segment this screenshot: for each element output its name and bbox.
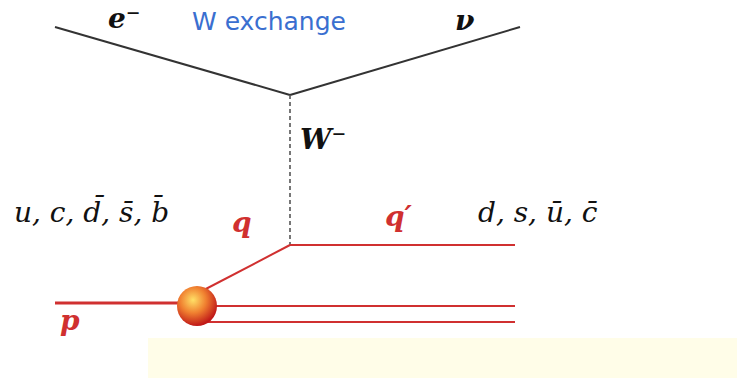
proton-line	[55, 302, 180, 305]
spectator-line	[205, 305, 515, 307]
neutrino-line	[290, 27, 520, 95]
quark-label: q	[232, 208, 252, 239]
particle-label: p	[60, 306, 80, 337]
electron-line	[55, 27, 290, 95]
quark-list: d, s, ū, c̄	[478, 198, 597, 229]
proton-blob	[177, 286, 217, 326]
background-band	[148, 338, 737, 378]
outgoing-quark-line	[290, 244, 515, 246]
spectator-line	[205, 321, 515, 323]
quark-list: u, c, d̄, s̄, b̄	[14, 198, 169, 229]
quark-label: q′	[385, 202, 412, 233]
particle-label: e⁻	[108, 4, 141, 35]
particle-label: ν	[455, 6, 474, 37]
incoming-quark-line	[200, 245, 290, 292]
w-boson-line	[289, 95, 291, 245]
process-label: W exchange	[192, 8, 346, 36]
boson-label: W⁻	[300, 125, 346, 156]
